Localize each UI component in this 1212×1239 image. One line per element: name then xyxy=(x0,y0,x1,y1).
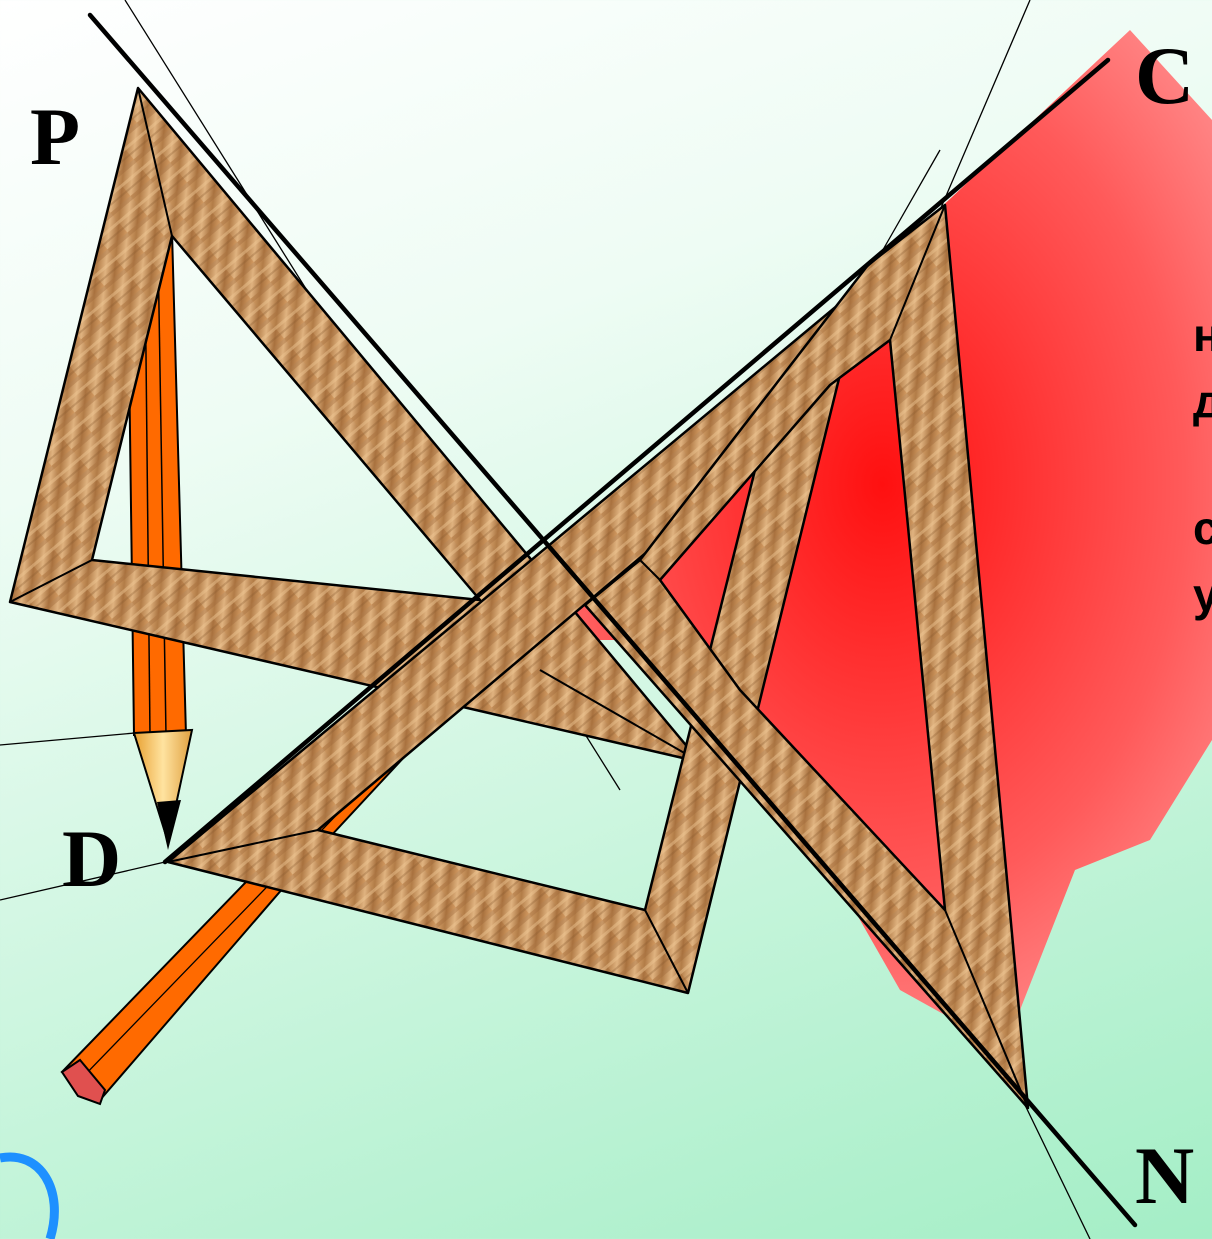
pencil-edge-line xyxy=(79,769,381,1081)
bevel-line xyxy=(944,909,1029,1109)
set-square-left xyxy=(8,86,702,764)
pencil-edge-line xyxy=(157,247,167,736)
cropped-text-line-1: н xyxy=(1193,309,1212,361)
blue-arc xyxy=(0,1152,59,1239)
set-square-left-frame xyxy=(8,86,702,764)
bevel-line xyxy=(639,559,661,581)
bevel-line xyxy=(889,204,946,341)
cropped-text-line-4: у xyxy=(1193,569,1212,621)
main-lines xyxy=(87,12,1138,1228)
bevel-line xyxy=(137,87,173,237)
line-dc xyxy=(162,57,1111,865)
blue-arc-shape xyxy=(0,1152,59,1239)
cropped-text-line-2: д xyxy=(1193,375,1212,427)
point-label-c: C xyxy=(1135,30,1195,121)
pencil-end xyxy=(60,1058,107,1106)
construction-line xyxy=(0,861,166,901)
bevel-line xyxy=(167,829,319,863)
bevel-line xyxy=(9,559,93,603)
bevel-line xyxy=(644,909,689,994)
point-label-n: N xyxy=(1135,1130,1195,1221)
bevel-line xyxy=(539,669,701,763)
red-plane xyxy=(480,30,1212,1040)
pencil-lead xyxy=(157,800,181,850)
pencil-tip xyxy=(132,728,194,846)
construction-line xyxy=(0,732,136,746)
cropped-text-line-3: с xyxy=(1193,502,1212,554)
point-label-d: D xyxy=(62,813,122,904)
construction-line xyxy=(939,0,1031,211)
construction-line xyxy=(1024,1104,1091,1239)
pencil-body-diagonal xyxy=(60,739,421,1102)
line-pn xyxy=(87,12,1138,1228)
point-label-p: P xyxy=(30,91,81,182)
